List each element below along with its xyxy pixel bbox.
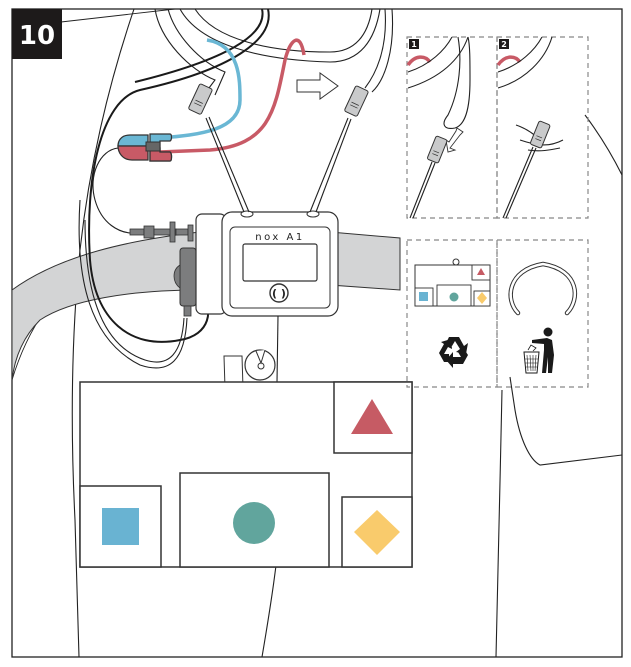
arrow-right-icon [296, 72, 339, 100]
svg-text:( ): ( ) [272, 287, 286, 300]
storage-case [79, 381, 413, 568]
sensor-clip-left [188, 83, 213, 115]
cable-reel-icon [244, 349, 276, 381]
square-shape [102, 508, 139, 545]
black-cable [88, 8, 270, 343]
nox-a1-device: nox A1 ( ) [195, 210, 339, 317]
step-number: 10 [19, 21, 55, 51]
diamond-shape [354, 510, 400, 555]
panel-1-badge [409, 39, 419, 49]
trash-person-icon [523, 327, 554, 374]
device-brand-label: nox A1 [255, 232, 304, 243]
circle-shape [233, 502, 275, 544]
belt [11, 231, 401, 381]
panel-2: 2 [496, 36, 589, 219]
device-screen [242, 243, 318, 282]
panel-recycle [406, 239, 498, 388]
nasal-cannula-tubing [154, 8, 394, 101]
cable-connector [117, 133, 173, 162]
tube-connector [129, 221, 194, 243]
step-badge [12, 9, 62, 59]
recycle-icon [439, 337, 468, 368]
panel-trash [496, 239, 589, 388]
panel-1-number: 1 [411, 40, 417, 49]
red-cable [159, 38, 306, 154]
blue-cable [159, 38, 242, 140]
panel-2-badge [499, 39, 509, 49]
belt-sensor [173, 247, 197, 317]
sensor-clip-right [344, 85, 369, 117]
triangle-shape [351, 399, 393, 434]
panel-2-number: 2 [501, 40, 507, 49]
power-button [269, 283, 289, 303]
